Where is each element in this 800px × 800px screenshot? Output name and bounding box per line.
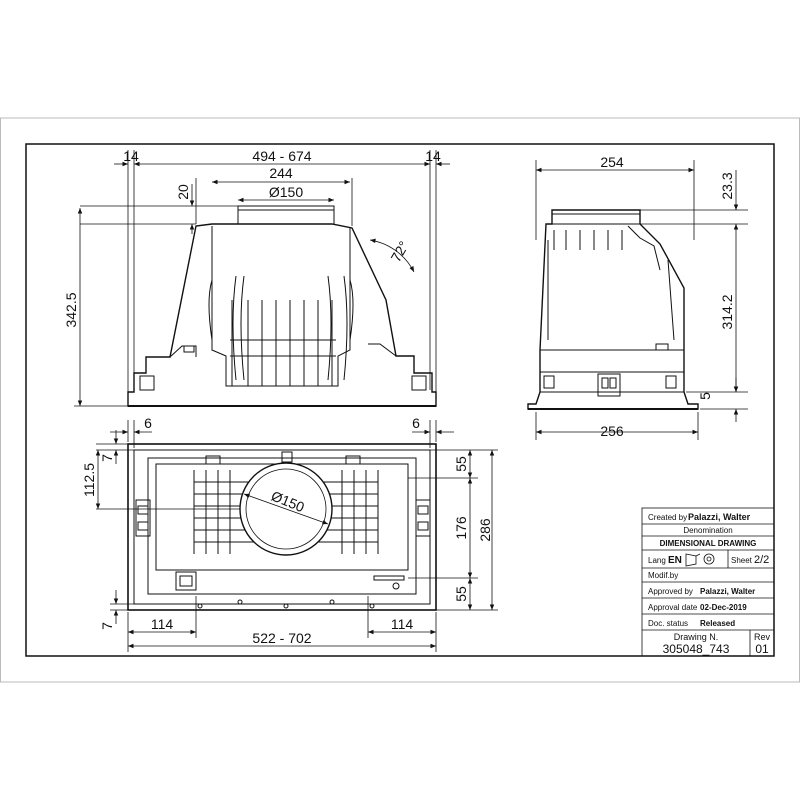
- drawing-no-label: Drawing N.: [674, 632, 719, 642]
- dim-bottom-outlet-offset: 112.5: [81, 463, 97, 497]
- inner-frame: [25, 143, 775, 657]
- dim-side-outlet-height: 23.3: [719, 172, 735, 199]
- dim-bottom-margin-bottom: 7: [99, 622, 115, 630]
- doc-status-label: Doc. status: [648, 619, 688, 628]
- dim-side-flange-height: 5: [697, 392, 713, 400]
- dim-front-total-height: 342.5: [63, 292, 79, 327]
- dim-bottom-right-mid: 176: [453, 516, 469, 540]
- modif-label: Modif.by: [648, 571, 678, 580]
- front-view: [127, 205, 437, 407]
- dim-bottom-right-top: 55: [453, 456, 469, 472]
- side-view: [527, 209, 699, 410]
- approved-value: Palazzi, Walter: [700, 587, 755, 596]
- title-block-text: Created by Palazzi, Walter Denomination …: [648, 512, 770, 656]
- sheet-label: Sheet: [731, 556, 753, 565]
- denomination-value: DIMENSIONAL DRAWING: [660, 539, 757, 548]
- dim-side-top-depth: 254: [600, 154, 624, 170]
- dim-front-outlet-diameter: Ø150: [269, 184, 303, 200]
- doc-status-value: Released: [700, 619, 735, 628]
- dim-front-outlet-height: 20: [175, 184, 191, 200]
- dim-bottom-left-offset: 114: [151, 616, 174, 632]
- dim-front-side-left: 14: [123, 148, 139, 164]
- approval-date-label: Approval date: [648, 603, 698, 612]
- dim-bottom-margin-left: 6: [144, 415, 152, 431]
- dim-bottom-right-bottom: 55: [453, 586, 469, 602]
- outer-frame: [0, 117, 800, 683]
- created-by-label: Created by: [648, 513, 687, 522]
- title-block: [641, 507, 775, 657]
- dim-bottom-margin-right: 6: [412, 415, 420, 431]
- bottom-view: [127, 443, 437, 611]
- lang-label: Lang: [648, 556, 666, 565]
- rev-value: 01: [755, 642, 769, 656]
- lang-value: EN: [668, 555, 682, 566]
- approved-label: Approved by: [648, 587, 693, 596]
- denomination-label: Denomination: [683, 526, 732, 535]
- dim-front-angle: 72°: [387, 238, 411, 264]
- rev-label: Rev: [754, 632, 771, 642]
- dim-front-side-right: 14: [425, 148, 441, 164]
- dim-bottom-margin-top: 7: [99, 454, 115, 462]
- dim-front-inner-width: 244: [269, 165, 293, 181]
- front-view-dimensions: [74, 150, 450, 407]
- dim-bottom-total-depth: 286: [477, 518, 493, 542]
- side-view-dimensions: [535, 160, 748, 440]
- dim-side-bottom-depth: 256: [600, 423, 624, 439]
- dim-side-body-height: 314.2: [719, 294, 735, 329]
- bottom-view-dimensions: [95, 420, 498, 652]
- sheet-value: 2/2: [754, 554, 769, 566]
- drawing-no-value: 305048_743: [663, 642, 730, 656]
- dim-front-width-range: 494 - 674: [252, 148, 311, 164]
- approval-date-value: 02-Dec-2019: [700, 603, 747, 612]
- created-by-value: Palazzi, Walter: [688, 512, 751, 522]
- dim-bottom-width-range: 522 - 702: [252, 630, 311, 646]
- dim-bottom-right-offset: 114: [391, 616, 414, 632]
